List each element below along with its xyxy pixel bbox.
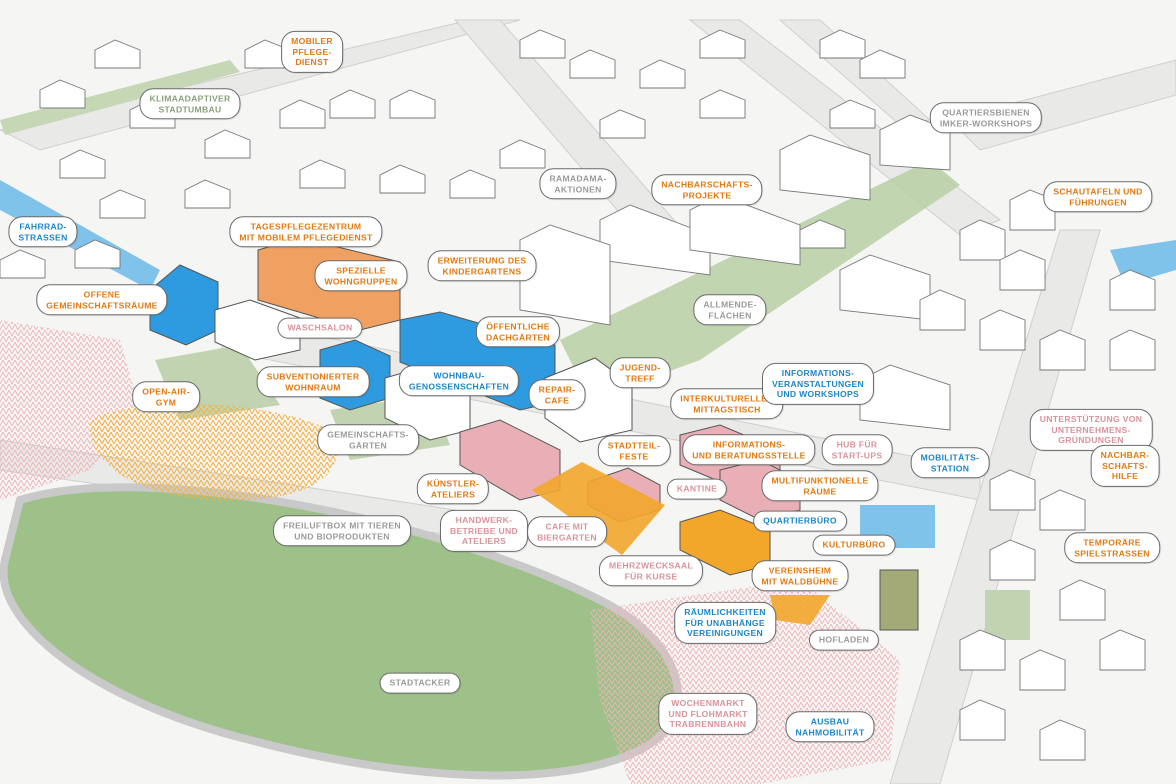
label-stadtacker: STADTACKER <box>379 672 461 694</box>
label-unterstuetzung-gruendungen: UNTERSTÜTZUNG VON UNTERNEHMENS- GRÜNDUNG… <box>1029 408 1153 452</box>
label-informations-beratungsstelle: INFORMATIONS- UND BERATUNGSSTELLE <box>682 434 816 466</box>
label-mobiler-pflegedienst: MOBILER PFLEGE- DIENST <box>281 30 343 74</box>
label-kantine: KANTINE <box>666 478 728 500</box>
label-handwerksbetriebe: HANDWERK- BETRIEBE UND ATELIERS <box>439 509 529 553</box>
label-schautafeln: SCHAUTAFELN UND FÜHRUNGEN <box>1043 181 1153 213</box>
label-oeffentliche-dachgaerten: ÖFFENTLICHE DACHGÄRTEN <box>475 316 561 348</box>
label-klimaadaptiver-stadtumbau: KLIMAADAPTIVER STADTUMBAU <box>139 88 241 120</box>
label-gemeinschaftsgaerten: GEMEINSCHAFTS- GÄRTEN <box>317 424 419 456</box>
label-multifunktionelle-raeume: MULTIFUNKTIONELLE RÄUME <box>761 470 879 502</box>
label-raeumlichkeiten-vereinigungen: RÄUMLICHKEITEN FÜR UNABHÄNGE VEREINIGUNG… <box>674 601 776 645</box>
label-mehrzwecksaal: MEHRZWECKSAAL FÜR KURSE <box>598 555 704 587</box>
label-spezielle-wohngruppen: SPEZIELLE WOHNGRUPPEN <box>314 260 408 292</box>
label-nachbarschaftshilfe: NACHBAR- SCHAFTS- HILFE <box>1090 444 1160 488</box>
label-waschsalon: WASCHSALON <box>277 317 363 339</box>
label-ausbau-nahmobilitaet: AUSBAU NAHMOBILITÄT <box>785 711 875 743</box>
label-tagespflegezentrum: TAGESPFLEGEZENTRUM MIT MOBILEM PFLEGEDIE… <box>229 216 383 248</box>
label-repair-cafe: REPAIR- CAFE <box>528 379 586 411</box>
label-ramadama: RAMADAMA- AKTIONEN <box>539 168 617 200</box>
waldbuehne-plaza <box>770 595 830 625</box>
label-quartiersbienen: QUARTIERSBIENEN IMKER-WORKSHOPS <box>929 102 1043 134</box>
label-temporaere-spielstrassen: TEMPORÄRE SPIELSTRASSEN <box>1064 532 1160 564</box>
label-erweiterung-kindergarten: ERWEITERUNG DES KINDERGARTENS <box>427 250 537 282</box>
label-cafe-biergarten: CAFE MIT BIERGARTEN <box>527 516 607 548</box>
tree-row <box>0 60 240 135</box>
label-fahrradstrassen: FAHRRAD- STRASSEN <box>8 216 78 248</box>
label-wochenmarkt: WOCHENMARKT UND FLOHMARKT TRABRENNBAHN <box>658 692 758 736</box>
label-mobilitaetsstation: MOBILITÄTS- STATION <box>910 447 990 479</box>
label-vereinsheim: VEREINSHEIM MIT WALDBÜHNE <box>751 560 849 592</box>
label-jugendtreff: JUGEND- TREFF <box>609 357 671 389</box>
label-offene-gemeinschaftsraeume: OFFENE GEMEINSCHAFTSRÄUME <box>36 284 168 316</box>
open-air-gym-hatch <box>89 403 338 501</box>
label-kulturbuero: KULTURBÜRO <box>812 534 896 556</box>
label-hofladen: HOFLADEN <box>808 629 880 651</box>
label-hub-startups: HUB FÜR START-UPS <box>821 434 893 466</box>
allmende-green <box>560 160 960 400</box>
label-freiluftbox: FREILUFTBOX MIT TIEREN UND BIOPRODUKTEN <box>273 515 411 547</box>
label-kuenstlerateliers: KÜNSTLER- ATELIERS <box>416 473 490 505</box>
label-subventionierter-wohnraum: SUBVENTIONIERTER WOHNRAUM <box>256 366 370 398</box>
label-wohnbaugenossenschaften: WOHNBAU- GENOSSENSCHAFTEN <box>398 365 520 397</box>
pink-hatch-left <box>0 320 140 500</box>
label-quartierbuero: QUARTIERBÜRO <box>753 510 847 532</box>
label-stadtteilfeste: STADTTEIL- FESTE <box>597 435 671 467</box>
label-allmendeflaechen: ALLMENDE- FLÄCHEN <box>693 294 767 326</box>
label-nachbarschaftsprojekte: NACHBARSCHAFTS- PROJEKTE <box>651 174 763 206</box>
label-open-air-gym: OPEN-AIR- GYM <box>132 381 200 413</box>
label-informationsveranstaltungen: INFORMATIONS- VERANSTALTUNGEN UND WORKSH… <box>761 362 875 406</box>
small-green <box>985 590 1030 640</box>
cafe-plaza <box>532 462 665 555</box>
